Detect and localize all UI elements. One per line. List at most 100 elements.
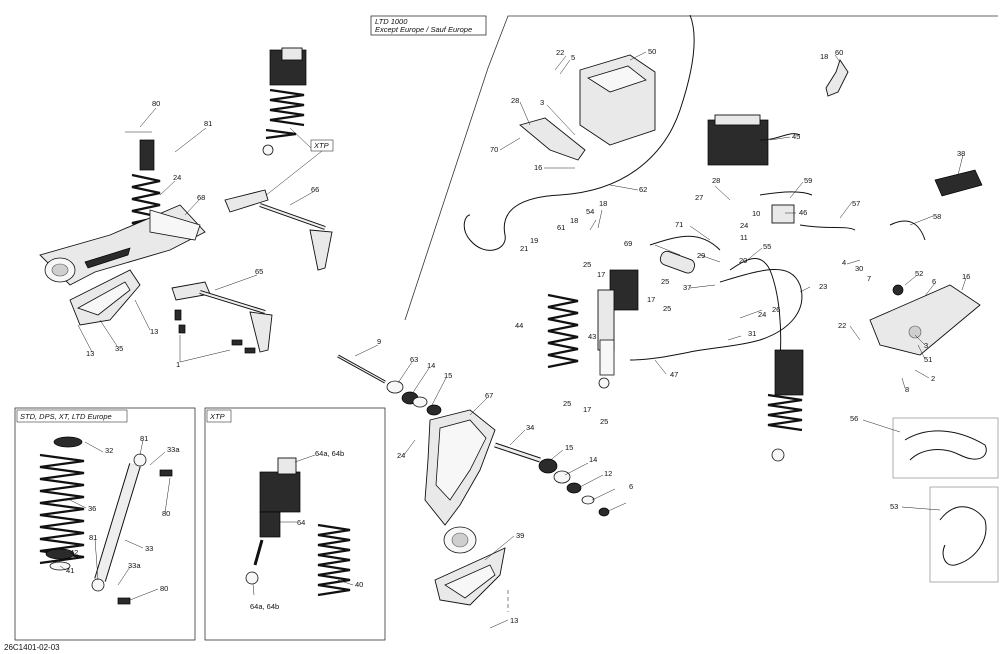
callout: 25 [663, 304, 671, 313]
skid-plate-35 [69, 269, 141, 326]
ltd-frame: LTD 1000 Except Europe / Sauf Europe [370, 15, 998, 321]
callout: 13 [510, 616, 518, 625]
callout: 53 [890, 502, 898, 511]
callout: 26 [772, 305, 780, 314]
callout: 36 [88, 504, 96, 513]
callout-labels: 80 81 24 68 66 65 13 35 13 1 9 63 14 15 … [66, 47, 970, 625]
callout: 4 [842, 258, 846, 267]
xtp-box-title: XTP [209, 412, 225, 421]
callout: 25 [563, 399, 571, 408]
callout: 57 [852, 199, 860, 208]
callout: 17 [597, 270, 605, 279]
callout: 33a [167, 445, 180, 454]
callout: 18 [599, 199, 607, 208]
callout: 10 [752, 209, 760, 218]
callout: 81 [140, 434, 148, 443]
diagram-code: 26C1401-02-03 [4, 643, 60, 652]
leader-lines [59, 51, 967, 629]
callout: 15 [565, 443, 573, 452]
callout: 64a, 64b [250, 602, 279, 611]
callout: 25 [661, 277, 669, 286]
callout: 23 [819, 282, 827, 291]
callout: 14 [427, 361, 435, 370]
callout: 58 [933, 212, 941, 221]
callout: 15 [444, 371, 452, 380]
callout: 16 [534, 163, 542, 172]
callout: 55 [763, 242, 771, 251]
callout: 27 [695, 193, 703, 202]
rear-shock-right [767, 349, 804, 462]
callout: 33 [145, 544, 153, 553]
callout: 80 [152, 99, 160, 108]
callout: 80 [162, 509, 170, 518]
callout: 40 [355, 580, 363, 589]
callout: 38 [957, 149, 965, 158]
callout: 21 [520, 244, 528, 253]
callout: 65 [255, 267, 263, 276]
sway-bar-66 [224, 189, 333, 271]
callout: 13 [86, 349, 94, 358]
callout: 17 [647, 295, 655, 304]
callout: 47 [670, 370, 678, 379]
callout: 7 [867, 274, 871, 283]
callout: 22 [838, 321, 846, 330]
ltd-box-subtitle: Except Europe / Sauf Europe [375, 25, 472, 34]
std-box-parts [39, 436, 173, 605]
std-box-title: STD, DPS, XT, LTD Europe [20, 412, 112, 421]
callout: 13 [150, 327, 158, 336]
callout: 29 [697, 251, 705, 260]
xtp-shock-top [262, 47, 307, 156]
callout: 30 [855, 264, 863, 273]
xtp-tag: XTP [259, 127, 334, 201]
callout: 81 [89, 533, 97, 542]
callout: 25 [583, 260, 591, 269]
callout: 60 [835, 48, 843, 57]
rear-shock-43 [597, 269, 639, 389]
rear-skid-39 [434, 547, 509, 612]
callout: 35 [115, 344, 123, 353]
callout: 42 [70, 548, 78, 557]
callout: 61 [557, 223, 565, 232]
callout: 50 [648, 47, 656, 56]
callout: 19 [530, 236, 538, 245]
callout: 69 [624, 239, 632, 248]
callout: 14 [589, 455, 597, 464]
mounting-plate-51 [869, 284, 981, 356]
callout: 17 [583, 405, 591, 414]
bolts-group-1 [174, 309, 256, 363]
callout: 63 [410, 355, 418, 364]
callout: 56 [850, 414, 858, 423]
callout: 81 [204, 119, 212, 128]
callout: 39 [516, 531, 524, 540]
callout: 8 [905, 385, 909, 394]
callout: 24 [758, 310, 766, 319]
callout: 70 [490, 145, 498, 154]
ltd-components [463, 14, 983, 361]
callout: 12 [604, 469, 612, 478]
callout: 44 [515, 321, 523, 330]
callout: 59 [804, 176, 812, 185]
callout: 64a, 64b [315, 449, 344, 458]
callout: 6 [932, 277, 936, 286]
callout: 37 [683, 283, 691, 292]
callout: 20 [739, 256, 747, 265]
callout: 25 [600, 417, 608, 426]
callout: 18 [570, 216, 578, 225]
callout: 54 [586, 207, 594, 216]
xtp-variant-box: XTP [204, 407, 386, 641]
sway-bar-65 [171, 281, 273, 353]
callout: 28 [712, 176, 720, 185]
std-variant-box: STD, DPS, XT, LTD Europe [14, 407, 196, 641]
callout: 52 [915, 269, 923, 278]
callout: 24 [397, 451, 405, 460]
callout: 45 [792, 132, 800, 141]
callout: 18 [820, 52, 828, 61]
callout: 43 [588, 332, 596, 341]
kit-56 [892, 417, 999, 479]
callout: 46 [799, 208, 807, 217]
callout: 24 [173, 173, 181, 182]
callout: 1 [176, 360, 180, 369]
svg-text:XTP: XTP [313, 141, 329, 150]
callout: 28 [511, 96, 519, 105]
